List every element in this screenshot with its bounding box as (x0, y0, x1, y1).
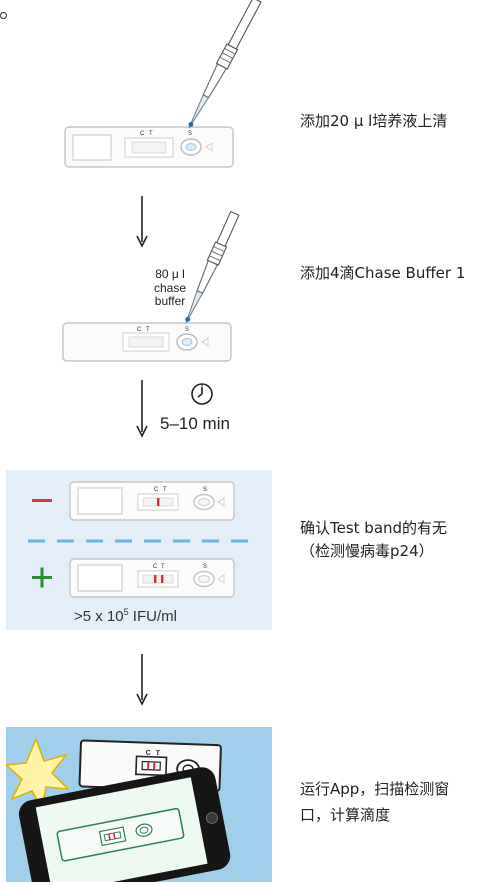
time-label: 5–10 min (160, 414, 230, 433)
app-panel: C T S (6, 727, 272, 882)
smartphone (18, 767, 231, 882)
ifu-threshold-label: >5 x 105 IFU/ml (74, 607, 177, 625)
corner-mark (0, 12, 7, 19)
svg-text:S: S (203, 487, 207, 493)
svg-text:T: T (161, 564, 165, 570)
cassette-c-label: C (140, 131, 145, 137)
svg-text:T: T (156, 750, 161, 757)
clock-icon (191, 383, 213, 405)
cassette-s-label: S (185, 327, 189, 333)
cassette-t-label: T (149, 131, 153, 137)
control-band-positive (154, 575, 157, 583)
test-band-positive (161, 575, 164, 583)
pipette (188, 0, 262, 129)
minus-sign-bar (32, 499, 52, 502)
down-arrow-1 (136, 196, 148, 248)
down-arrow-2 (136, 380, 148, 438)
svg-text:T: T (163, 487, 167, 493)
step2-illustration: C T S (62, 210, 240, 362)
step1-illustration: C T S (64, 0, 262, 168)
plus-sign-v (40, 567, 44, 588)
step3-text-line1: 确认Test band的有无 (300, 519, 448, 537)
cassette-s-label: S (188, 131, 192, 137)
svg-text:C: C (146, 750, 151, 757)
step1-text: 添加20 μ l培养液上清 (300, 112, 448, 130)
down-arrow-3 (136, 654, 148, 706)
volume-label: 80 μ l (155, 267, 185, 281)
step3-text-line2: （检测慢病毒p24） (300, 542, 434, 560)
dropper (185, 210, 240, 324)
svg-text:S: S (203, 564, 207, 570)
cassette-c-label: C (137, 327, 142, 333)
cassette-pad (72, 134, 112, 161)
control-band-negative (157, 498, 160, 506)
svg-text:C: C (153, 564, 158, 570)
step2-text: 添加4滴Chase Buffer 1 (300, 264, 466, 282)
result-illustration: C T S C T S (28, 481, 252, 598)
cassette-t-label: T (146, 327, 150, 333)
step4-text-line2: 口，计算滴度 (300, 806, 391, 824)
step4-text-line1: 运行App，扫描检测窗 (300, 780, 450, 798)
buffer-label: buffer (154, 294, 186, 308)
phone-home-button (205, 811, 218, 824)
svg-text:C: C (154, 487, 159, 493)
chase-label: chase (153, 281, 187, 295)
app-illustration: C T S (6, 736, 231, 882)
